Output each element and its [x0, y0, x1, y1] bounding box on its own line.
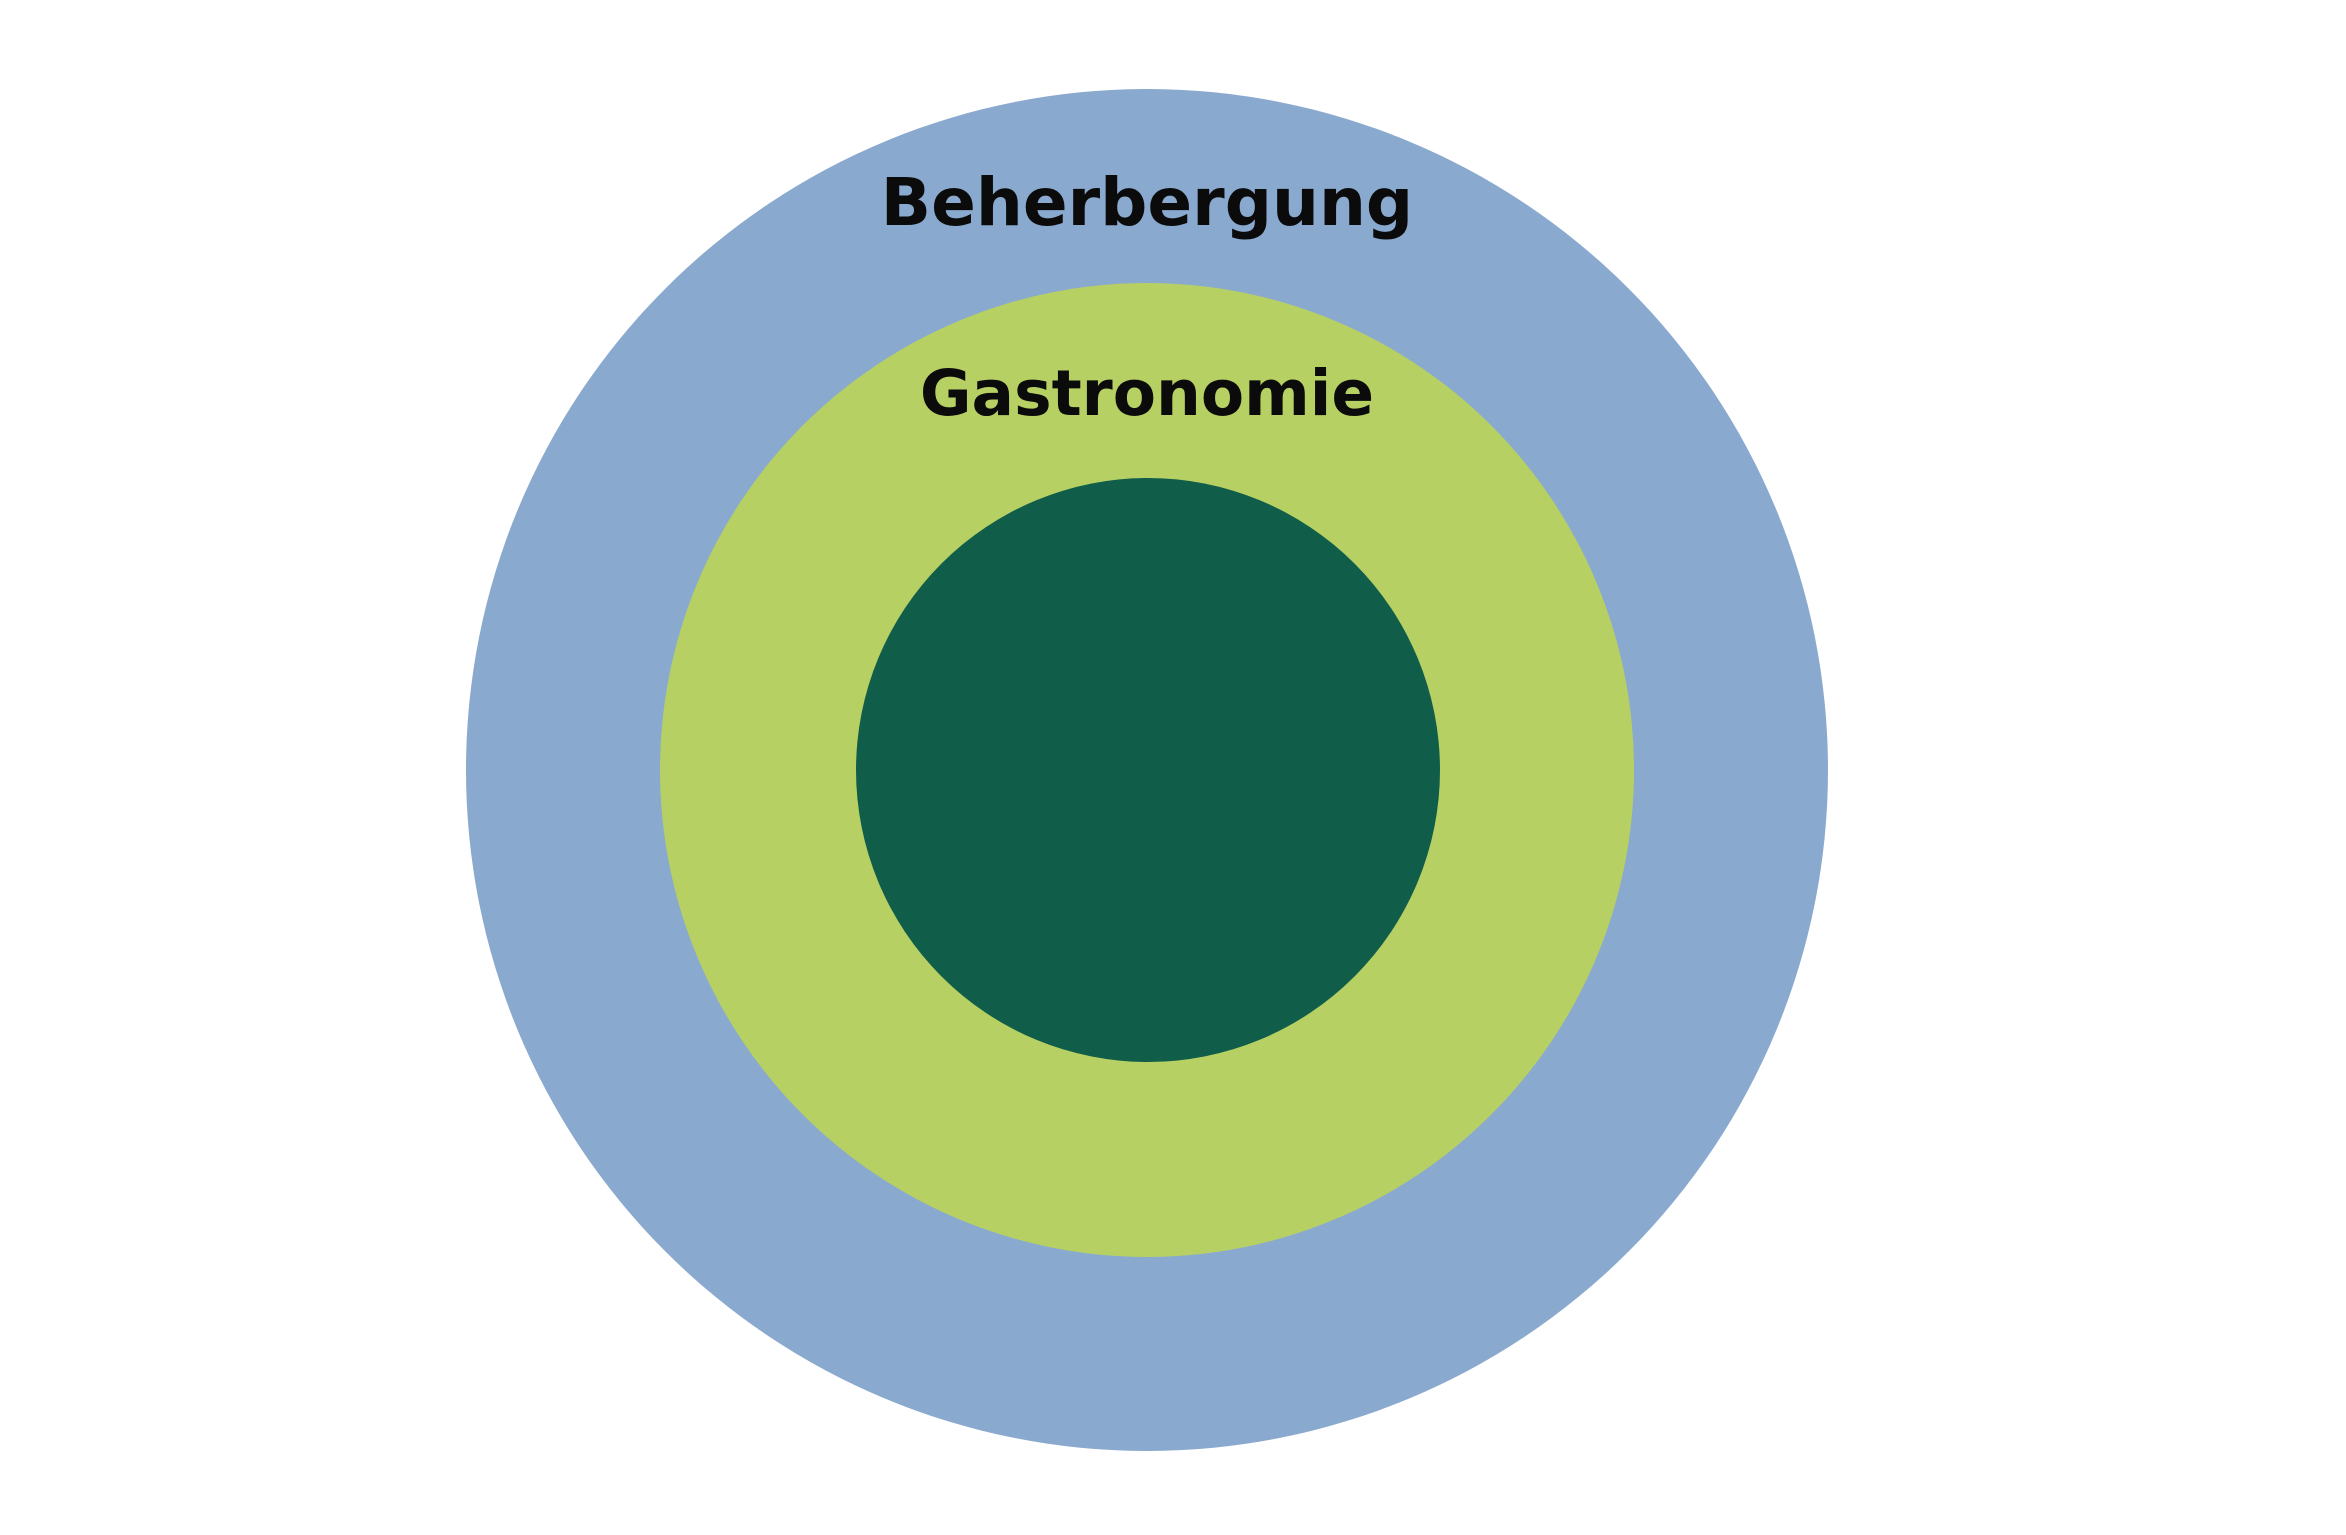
inner-label-line-2: Behandlungen [38, 83, 526, 153]
inner-circle-kurse [856, 478, 1440, 1062]
inner-circle-label: Kurse Behandlungen und Programme [0, 0, 564, 330]
outer-ring-label: Beherbergung [880, 164, 1414, 241]
inner-label-line-1: Kurse [184, 4, 380, 74]
inner-label-line-3: und [217, 162, 347, 232]
inner-label-line-4: Programme [85, 241, 479, 311]
middle-ring-label: Gastronomie [919, 357, 1375, 430]
